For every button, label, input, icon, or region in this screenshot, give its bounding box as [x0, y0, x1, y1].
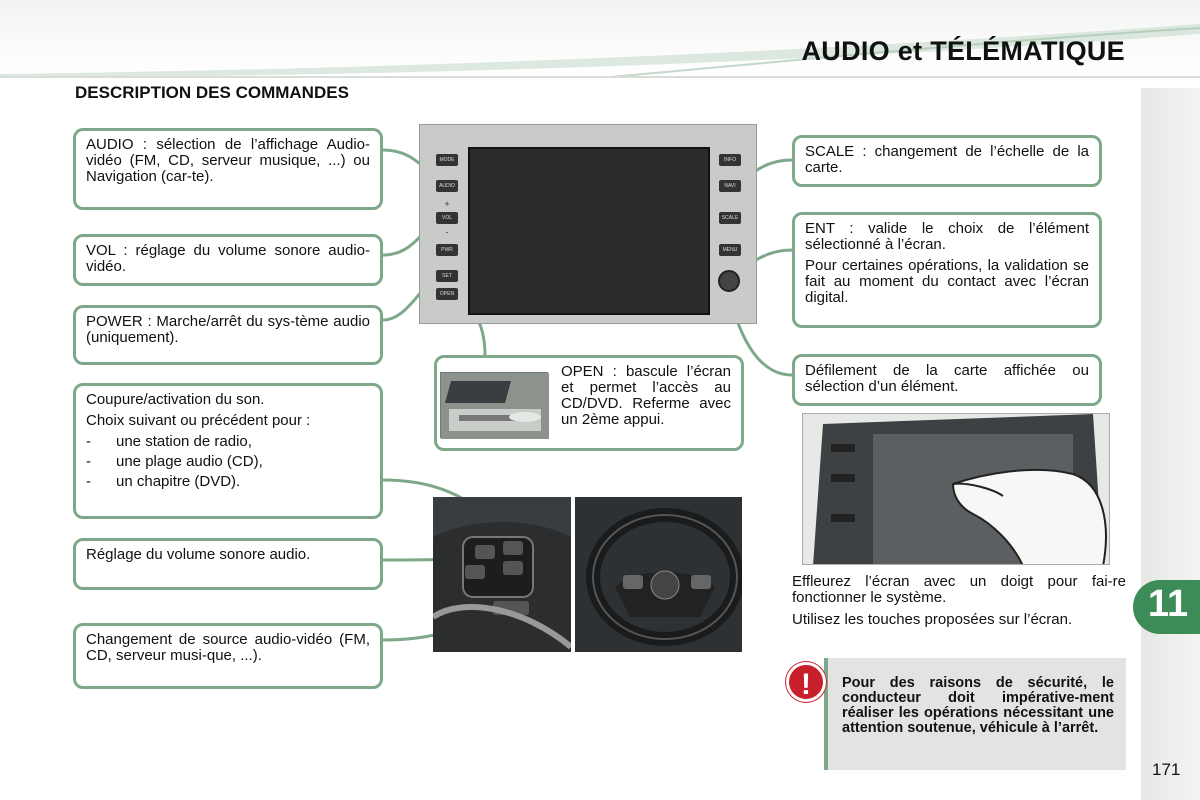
safety-warning-box [824, 658, 1126, 770]
callout-mute-next-prev: Coupure/activation du son. Choix suivant… [73, 383, 383, 519]
open-screen-thumbnail [440, 372, 549, 439]
callout-power-text: POWER : Marche/arrêt du sys-tème audio (… [86, 313, 370, 346]
open-button[interactable]: OPEN [436, 288, 458, 300]
list-item: -une station de radio, [86, 433, 252, 450]
steering-controls-illustration [431, 497, 573, 652]
header-swoosh-decoration [0, 24, 1200, 78]
callout-audio-text: AUDIO : sélection de l’affichage Audio-v… [86, 136, 370, 185]
audio-button[interactable]: AUDIO [436, 180, 458, 192]
callout-ent-line1: ENT : valide le choix de l’élément sélec… [805, 220, 1089, 253]
side-margin-strip [1141, 88, 1200, 800]
head-unit-screen[interactable] [468, 147, 710, 315]
callout-volume: Réglage du volume sonore audio. [73, 538, 383, 590]
chapter-number: 11 [1147, 583, 1189, 625]
vol-plus-button[interactable]: + [444, 199, 450, 209]
ent-knob[interactable] [718, 270, 740, 292]
callout-mute-line1: Coupure/activation du son. [86, 391, 265, 408]
touchscreen-caption: Effleurez l’écran avec un doigt pour fai… [792, 574, 1126, 634]
set-button[interactable]: SET [436, 270, 458, 282]
steering-controls-photo [431, 497, 573, 652]
page-number: 171 [1152, 760, 1181, 779]
steering-wheel-photo [575, 497, 744, 652]
vol-button[interactable]: VOL [436, 212, 458, 224]
touchscreen-caption-line1: Effleurez l’écran avec un doigt pour fai… [792, 573, 1126, 606]
callout-open-text: OPEN : bascule l’écran et permet l’accès… [561, 363, 731, 428]
chapter-title: AUDIO et TÉLÉMATIQUE [801, 36, 1125, 66]
callout-scroll-text: Défilement de la carte affichée ou sélec… [805, 362, 1089, 395]
list-item: -un chapitre (DVD). [86, 473, 241, 490]
open-screen-illustration [441, 373, 549, 439]
header-divider [0, 76, 1200, 78]
warning-icon: ! [786, 662, 826, 702]
vol-minus-button[interactable]: - [445, 227, 449, 237]
touchscreen-caption-line2: Utilisez les touches proposées sur l’écr… [792, 611, 1073, 628]
scale-button[interactable]: SCALE [719, 212, 741, 224]
callout-scale-text: SCALE : changement de l’échelle de la ca… [805, 143, 1089, 176]
callout-vol-text: VOL : réglage du volume sonore audio-vid… [86, 242, 370, 275]
callout-source: Changement de source audio-vidéo (FM, CD… [73, 623, 383, 689]
menu-button[interactable]: MENU [719, 244, 741, 256]
callout-source-text: Changement de source audio-vidéo (FM, CD… [86, 631, 370, 664]
navi-button[interactable]: NAVI [719, 180, 741, 192]
callout-scale: SCALE : changement de l’échelle de la ca… [792, 135, 1102, 187]
callout-scroll: Défilement de la carte affichée ou sélec… [792, 354, 1102, 406]
callout-mute-list: -une station de radio, -une plage audio … [86, 434, 370, 490]
power-button[interactable]: PWR [436, 244, 458, 256]
callout-ent: ENT : valide le choix de l’élément sélec… [792, 212, 1102, 328]
safety-warning-text: Pour des raisons de sécurité, le conduct… [842, 675, 1114, 736]
callout-power: POWER : Marche/arrêt du sys-tème audio (… [73, 305, 383, 365]
callout-audio: AUDIO : sélection de l’affichage Audio-v… [73, 128, 383, 210]
callout-ent-line2: Pour certaines opérations, la validation… [805, 257, 1089, 306]
finger-touch-illustration [803, 414, 1109, 564]
callout-volume-text: Réglage du volume sonore audio. [86, 546, 311, 563]
mode-button[interactable]: MODE [436, 154, 458, 166]
chapter-tab[interactable] [1133, 580, 1200, 634]
callout-mute-line2: Choix suivant ou précédent pour : [86, 412, 311, 429]
info-button[interactable]: INFO [719, 154, 741, 166]
callout-vol: VOL : réglage du volume sonore audio-vid… [73, 234, 383, 286]
section-title: DESCRIPTION DES COMMANDES [75, 83, 349, 102]
page-header: AUDIO et TÉLÉMATIQUE [0, 0, 1200, 78]
touchscreen-photo [802, 413, 1110, 565]
steering-wheel-illustration [575, 497, 744, 652]
list-item: -une plage audio (CD), [86, 453, 263, 470]
